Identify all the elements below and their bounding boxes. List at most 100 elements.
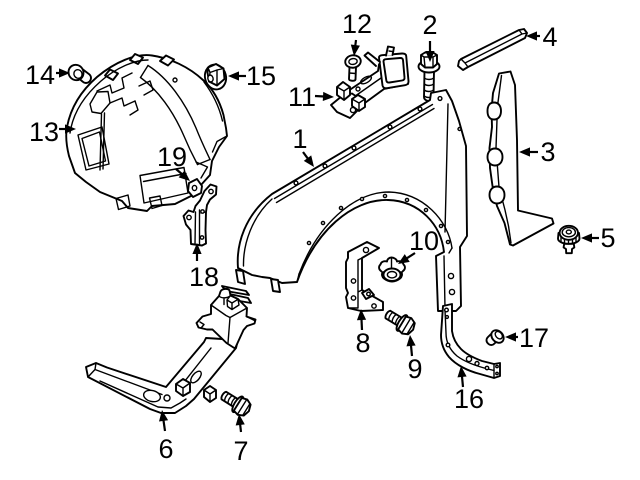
part-rear-lower-bracket-circle-169: [474, 360, 480, 367]
callout-19-number: 19: [157, 142, 187, 172]
callout-2: 2: [422, 10, 438, 62]
callout-4-number: 4: [542, 22, 557, 52]
part-fender-liner-path-16: [99, 112, 106, 171]
callout-18: 18: [189, 243, 219, 292]
part-front-bracket-path-124: [347, 251, 363, 309]
callout-13: 13: [29, 117, 76, 147]
part-clip-5: [557, 224, 581, 255]
part-fender-panel-circle-99: [438, 223, 444, 229]
part-lower-support-bracket-path-138: [85, 337, 239, 414]
callout-8: 8: [355, 309, 371, 358]
part-bolt-9-path-133: [387, 311, 401, 325]
callout-12: 12: [342, 9, 372, 56]
part-lower-support-bracket-path-154: [199, 315, 256, 329]
callout-5: 5: [581, 223, 616, 253]
part-fender-liner-path-5: [69, 59, 149, 134]
callout-10-arrowhead: [398, 254, 410, 264]
part-apron-bracket-path-49: [382, 57, 406, 84]
callout-9-leader: [409, 344, 414, 357]
part-lower-support-bracket-path-150: [210, 304, 248, 319]
callout-13-number: 13: [29, 117, 59, 147]
part-rear-lower-bracket-path-163: [444, 309, 495, 372]
part-fender-liner-path-6: [147, 64, 211, 161]
callout-6-arrowhead: [159, 410, 169, 422]
callout-14: 14: [25, 60, 70, 90]
part-front-bracket: [345, 241, 384, 312]
part-clip-19: [187, 178, 203, 198]
part-fender-liner-path-21: [211, 135, 227, 153]
part-fender-panel-circle-97: [404, 197, 410, 203]
part-seal-strip-4: [457, 28, 528, 71]
part-fender-liner-path-15: [81, 131, 107, 167]
callout-1-arrowhead: [303, 155, 314, 167]
callout-6-leader: [162, 419, 167, 432]
part-fender-liner-path-22: [195, 161, 209, 179]
part-clip-5-path-71: [562, 242, 576, 255]
part-nut-15-ellipse-33: [207, 74, 214, 83]
callout-14-arrowhead: [59, 68, 70, 78]
callout-16-number: 16: [454, 384, 484, 414]
part-lower-support-bracket: [85, 287, 257, 414]
part-screw-17: [485, 329, 505, 346]
callout-11-number: 11: [288, 82, 316, 112]
part-screw-12-ellipse-38: [348, 57, 358, 66]
part-fender-panel-circle-84: [293, 180, 299, 186]
part-nut-15: [203, 63, 228, 91]
callout-11-arrowhead: [322, 91, 334, 102]
callout-7-number: 7: [233, 436, 248, 466]
part-lower-support-bracket-circle-143: [163, 394, 171, 402]
part-screw-14-ellipse-28: [73, 68, 83, 80]
part-front-bracket-circle-129: [366, 291, 372, 297]
part-fender-panel-path-103: [242, 198, 273, 267]
part-fender-liner: [65, 53, 228, 212]
part-fender-liner-circle-17: [172, 77, 178, 83]
callout-13-arrowhead: [65, 124, 76, 134]
callout-17: 17: [505, 323, 549, 353]
part-fender-panel-circle-87: [387, 124, 393, 130]
part-rear-lower-bracket-circle-165: [444, 307, 450, 313]
part-fender-insulator-path-65: [488, 70, 555, 247]
part-lower-support-bracket-path-149: [195, 287, 257, 350]
part-fender-liner-path-7: [139, 76, 199, 166]
callout-1-number: 1: [292, 124, 307, 154]
part-fender-insulator-path-68: [486, 147, 504, 167]
part-fender-liner-path-24: [148, 195, 163, 210]
part-bolt-7: [220, 390, 252, 417]
part-fender-panel-circle-85: [322, 163, 328, 169]
part-wing-nut-ellipse-121: [386, 270, 398, 279]
callout-4-arrowhead: [526, 31, 537, 41]
callout-6: 6: [158, 410, 174, 464]
part-fender-panel-circle-100: [445, 239, 451, 245]
callout-7-arrowhead: [235, 414, 245, 426]
part-fender-liner-path-13: [89, 90, 111, 115]
part-rear-lower-bracket-circle-168: [465, 355, 473, 363]
callout-15: 15: [228, 61, 276, 91]
callout-12-number: 12: [342, 9, 372, 39]
part-rear-lower-bracket-circle-170: [484, 365, 490, 371]
part-fender-insulator-path-67: [486, 101, 502, 121]
part-clip-5-ellipse-75: [561, 226, 577, 238]
part-bolt-9: [384, 309, 416, 336]
callout-19: 19: [157, 142, 190, 181]
callout-18-arrowhead: [192, 243, 202, 254]
part-fender-panel-circle-95: [359, 196, 365, 202]
part-fender-liner-path-4: [159, 54, 175, 67]
part-rear-lower-bracket-circle-167: [445, 342, 451, 348]
callout-14-number: 14: [25, 60, 55, 90]
part-lower-support-bracket-path-151: [211, 316, 231, 344]
part-screw-12-path-36: [348, 72, 357, 75]
part-fender-panel-circle-106: [448, 288, 456, 296]
callout-10-leader: [405, 252, 416, 260]
callout-18-number: 18: [189, 262, 219, 292]
part-fender-liner-path-19: [142, 172, 187, 183]
part-lower-support-bracket-ellipse-142: [142, 389, 162, 403]
callout-1: 1: [292, 124, 314, 167]
part-bolt-2-path-44: [420, 54, 438, 69]
callout-9: 9: [406, 335, 423, 384]
part-fender-panel-circle-98: [423, 207, 429, 213]
callout-3-number: 3: [540, 137, 555, 167]
part-fender-liner-path-14: [77, 126, 110, 171]
part-side-bracket: [182, 183, 218, 247]
callout-3-arrowhead: [519, 147, 530, 157]
